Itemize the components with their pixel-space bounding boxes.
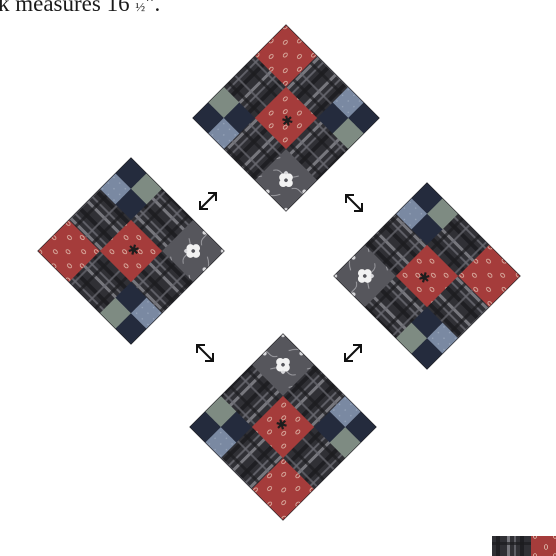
partial-block-corner: [492, 536, 556, 556]
arrow-lower-left: [197, 345, 213, 361]
left-block: [38, 158, 225, 345]
top-block: [193, 25, 380, 212]
arrow-upper-left: [200, 193, 216, 209]
arrow-lower-right: [345, 345, 361, 361]
arrow-upper-right: [346, 195, 362, 211]
